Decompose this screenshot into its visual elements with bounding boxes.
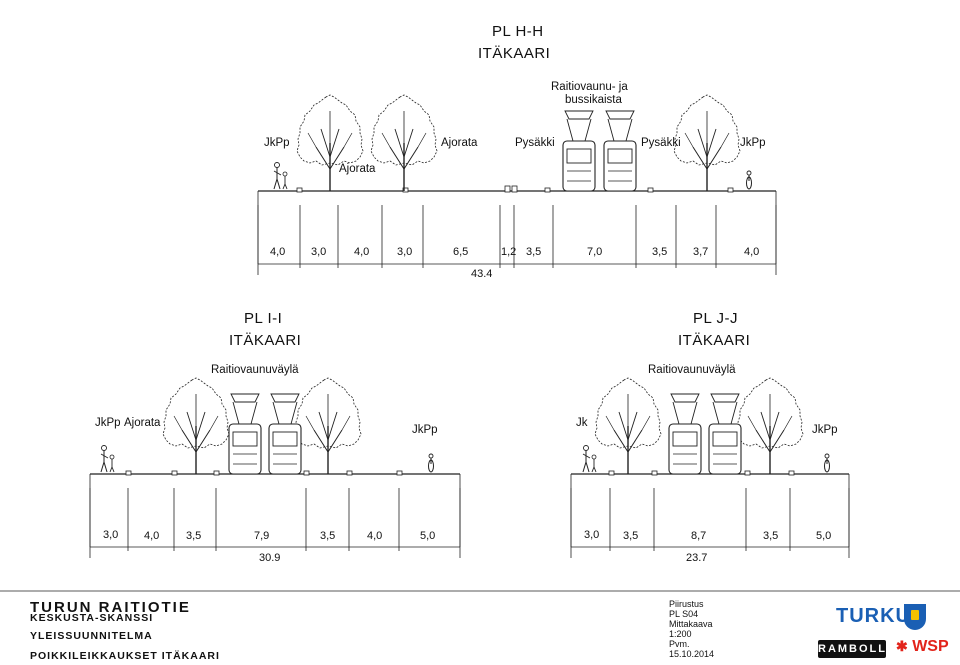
section-hh-label: Pysäkki [641,137,681,149]
dimension-label: 7,0 [587,246,603,258]
wsp-logo: ✱ WSP [896,638,952,658]
scale-value: 1:200 [669,629,692,639]
dimension-label: 3,5 [186,530,202,542]
section-hh-note: Raitiovaunu- ja [551,81,628,93]
section-ii-note: Raitiovaunuväylä [211,364,299,376]
wsp-logo-text: WSP [912,638,949,655]
section-jj-street: ITÄKAARI [678,332,751,349]
date-value: 15.10.2014 [669,649,715,659]
tram-icon [668,393,702,475]
scale-label: Mittakaava [669,619,713,629]
tram-icon [708,393,742,475]
dimension-label: 3,0 [584,529,600,541]
section-hh-label: Ajorata [339,163,376,175]
cyclist-icon [746,170,752,190]
section-ii-label: JkPp [412,424,438,436]
dimension-label: 4,0 [270,246,286,258]
section-hh-note: bussikaista [565,94,622,106]
tree-icon [370,94,438,192]
total-width-label: 23.7 [686,552,708,564]
dimension-label: 3,5 [623,530,639,542]
turku-crest-icon [904,604,926,630]
cyclist-icon [428,453,434,473]
section-ii-street: ITÄKAARI [229,332,302,349]
tree-icon [294,377,362,475]
section-jj-note: Raitiovaunuväylä [648,364,736,376]
section-ii-title: PL I-I [244,310,283,327]
dimension-label: 1,2 [501,246,517,258]
dimension-label: 8,7 [691,530,707,542]
section-hh-label: JkPp [740,137,766,149]
dimension-label: 4,0 [367,530,383,542]
tram-icon [228,393,262,475]
section-ii-label: Ajorata [124,417,161,429]
section-jj-drawing [570,377,850,558]
turku-logo-text: TURKU [836,605,911,627]
tram-icon [268,393,302,475]
project-title: TURUN RAITIOTIE [30,599,191,616]
drawing-number: PL S04 [669,609,699,619]
section-hh-dimension-line [257,205,777,275]
drawing-number-label: Piirustus [669,599,704,609]
dimension-label: 3,5 [526,246,542,258]
tree-icon [296,94,364,192]
dimension-label: 5,0 [816,530,832,542]
project-subtitle: KESKUSTA-SKANSSI [30,612,154,624]
tree-icon [162,377,230,475]
pedestrian-icon [273,162,288,190]
section-jj-label: Jk [576,417,588,429]
tram-icon [603,110,637,192]
dimension-label: 3,0 [311,246,327,258]
tree-icon [673,94,741,192]
wsp-mark-icon: ✱ [896,638,908,654]
dimension-label: 4,0 [744,246,760,258]
section-hh-street: ITÄKAARI [478,45,551,62]
total-width-label: 43.4 [471,268,493,280]
dimension-label: 5,0 [420,530,436,542]
section-hh-label: Pysäkki [515,137,555,149]
cyclist-icon [824,453,830,473]
tram-icon [562,110,596,192]
dimension-label: 3,5 [763,530,779,542]
dimension-label: 3,0 [397,246,413,258]
section-jj-label: JkPp [812,424,838,436]
turku-logo: TURKU [836,604,911,628]
section-hh-label: Ajorata [441,137,478,149]
section-hh-drawing [257,94,777,275]
sheet-name: POIKKILEIKKAUKSET ITÄKAARI [30,650,220,662]
section-hh-title: PL H-H [492,23,544,40]
ramboll-logo-text: RAMBOLL [818,643,887,655]
date-label: Pvm. [669,639,690,649]
dimension-label: 3,7 [693,246,709,258]
section-ii-drawing [89,377,461,558]
pedestrian-icon [582,445,597,473]
dimension-label: 6,5 [453,246,469,258]
dimension-label: 4,0 [144,530,160,542]
section-ii-label: JkPp [95,417,121,429]
dimension-label: 3,5 [652,246,668,258]
total-width-label: 30.9 [259,552,281,564]
plan-name: YLEISSUUNNITELMA [30,630,153,642]
dimension-label: 3,0 [103,529,119,541]
tree-icon [736,377,804,475]
ramboll-logo: RAMBOLL [818,640,886,658]
section-jj-title: PL J-J [693,310,738,327]
dimension-label: 4,0 [354,246,370,258]
tree-icon [594,377,662,475]
pedestrian-icon [100,445,115,473]
dimension-label: 7,9 [254,530,270,542]
dimension-label: 3,5 [320,530,336,542]
section-hh-label: JkPp [264,137,290,149]
